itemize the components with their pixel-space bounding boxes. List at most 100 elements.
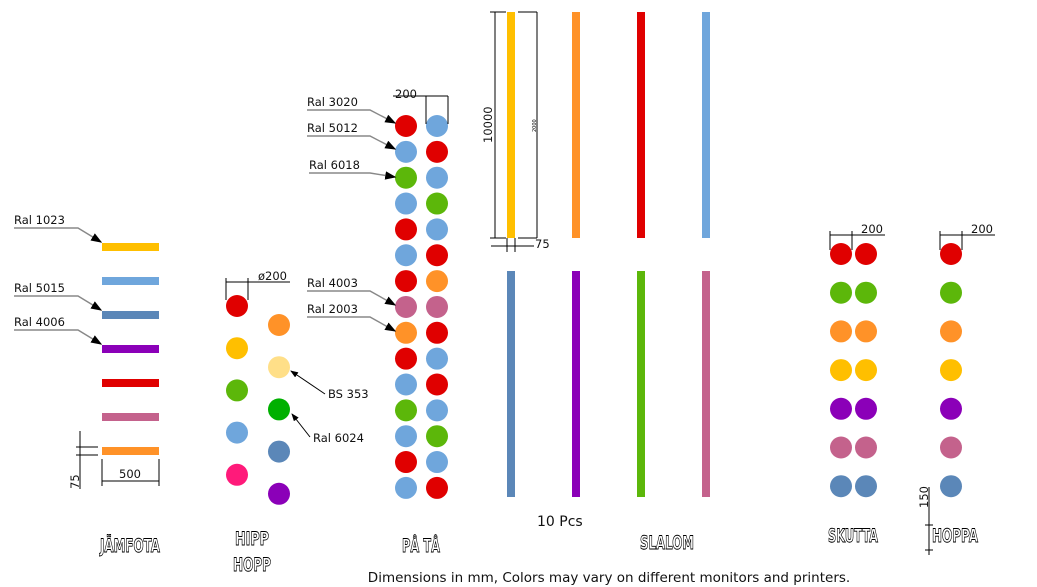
hoppa-dim-spacing: 200 bbox=[971, 222, 993, 236]
hoppa-dot-steelblue bbox=[940, 475, 962, 498]
pata-dot-red bbox=[426, 373, 448, 396]
dimension-lines bbox=[490, 11, 538, 252]
slalom-pole-green bbox=[637, 271, 645, 497]
hipphopp-annotations: ø200 BS 353 Ral 6024 HIPP HOPP bbox=[225, 269, 369, 576]
pata-dot-red bbox=[395, 218, 417, 241]
leader-line bbox=[290, 370, 326, 395]
pata-dot-orange bbox=[395, 321, 417, 344]
pata-dot-lightblue bbox=[426, 218, 448, 241]
dimension-lines bbox=[925, 487, 933, 555]
jamfota-bar-purple bbox=[102, 345, 159, 353]
dim-diameter: ø200 bbox=[258, 269, 287, 283]
leader-line bbox=[307, 135, 397, 150]
label-ral-5015: Ral 5015 bbox=[14, 281, 65, 295]
dim-width-500: 500 bbox=[119, 467, 141, 481]
slalom-pole-purple bbox=[572, 271, 580, 497]
skutta-dot-green bbox=[855, 281, 877, 304]
hoppa-dot-yellow bbox=[940, 359, 962, 382]
leader-line bbox=[14, 329, 103, 345]
title-hipp: HIPP bbox=[235, 528, 269, 550]
hoppa-dot-green bbox=[940, 281, 962, 304]
slalom-pole-yellow bbox=[507, 12, 515, 238]
pata-dot-lightblue bbox=[395, 373, 417, 396]
pata-dot-green bbox=[395, 399, 417, 422]
dim-spacing-200: 200 bbox=[395, 87, 417, 101]
slalom-annotations: 10000 2000 75 10 Pcs SLALOM bbox=[481, 11, 694, 554]
jamfota-bar-lightblue bbox=[102, 277, 159, 285]
pata-dot-lightblue bbox=[395, 192, 417, 215]
dimension-lines bbox=[225, 278, 290, 300]
pata-dot-red bbox=[426, 476, 448, 499]
slalom-pole-steelblue bbox=[507, 271, 515, 497]
label-ral-1023: Ral 1023 bbox=[14, 213, 65, 227]
hipphopp-dot-bs353 bbox=[268, 356, 290, 379]
pata-dot-lightblue bbox=[426, 166, 448, 189]
pata-dot-red bbox=[395, 347, 417, 370]
hoppa-dot-pink bbox=[940, 436, 962, 459]
pata-dot-lightblue bbox=[395, 425, 417, 448]
leader-line bbox=[307, 109, 397, 124]
pata-dot-pink bbox=[426, 295, 448, 318]
label-ral-2003: Ral 2003 bbox=[307, 302, 358, 316]
label-ral-4003: Ral 4003 bbox=[307, 276, 358, 290]
title-jamfota: JÄMFOTA bbox=[99, 533, 160, 557]
skutta-dot-pink bbox=[830, 436, 852, 459]
dimension-lines bbox=[76, 431, 160, 489]
dim-inner: 2000 bbox=[532, 119, 538, 132]
skutta-dot-purple bbox=[830, 397, 852, 420]
skutta-dot-yellow bbox=[830, 359, 852, 382]
leader-line bbox=[307, 316, 397, 332]
skutta-dim-spacing: 200 bbox=[861, 222, 883, 236]
hipphopp-dot-lightblue bbox=[226, 421, 248, 444]
title-hopp: HOPP bbox=[233, 554, 271, 576]
leader-line bbox=[307, 290, 397, 306]
jamfota-bar-yellow bbox=[102, 243, 159, 251]
skutta-hoppa-annotations: 200 SKUTTA 200 150 HOPPA bbox=[828, 222, 995, 555]
skutta-dot-red bbox=[855, 243, 877, 265]
title-slalom: SLALOM bbox=[640, 532, 694, 554]
pata-dot-lightblue bbox=[426, 347, 448, 370]
pata-dot-lightblue bbox=[395, 476, 417, 499]
dim-length-10000: 10000 bbox=[481, 106, 495, 143]
title-skutta: SKUTTA bbox=[828, 525, 878, 547]
pata-dot-lightblue bbox=[426, 399, 448, 422]
hipphopp-dot-orange bbox=[268, 314, 290, 336]
pata-dot-orange bbox=[426, 270, 448, 293]
label-ral-6024: Ral 6024 bbox=[313, 431, 364, 445]
hipphopp-dot-purple bbox=[268, 482, 290, 505]
pata-dot-lightblue bbox=[395, 140, 417, 163]
pata-dot-green bbox=[426, 425, 448, 448]
label-ral-5012: Ral 5012 bbox=[307, 121, 358, 135]
hipphopp-dot-yellow bbox=[226, 337, 248, 360]
slalom-pole-orange bbox=[572, 12, 580, 238]
pata-dot-lightblue bbox=[426, 115, 448, 137]
shapes-layer bbox=[102, 12, 962, 505]
jamfota-annotations: Ral 1023 Ral 5015 Ral 4006 500 75 JÄMFOT… bbox=[14, 213, 161, 557]
hoppa-dim-gap: 150 bbox=[917, 486, 931, 508]
skutta-dot-purple bbox=[855, 397, 877, 420]
title-pata: PÅ TÅ bbox=[402, 533, 440, 557]
skutta-dot-steelblue bbox=[855, 475, 877, 498]
pata-dot-green bbox=[426, 192, 448, 215]
pata-dot-red bbox=[395, 451, 417, 474]
dim-width-75: 75 bbox=[535, 237, 550, 251]
label-ral-3020: Ral 3020 bbox=[307, 95, 358, 109]
footer-note: Dimensions in mm, Colors may vary on dif… bbox=[368, 570, 850, 586]
pata-dot-lightblue bbox=[426, 451, 448, 474]
jamfota-bar-red bbox=[102, 379, 159, 387]
jamfota-bar-steelblue bbox=[102, 311, 159, 319]
pata-dot-red bbox=[426, 321, 448, 344]
hipphopp-dot-magenta bbox=[226, 463, 248, 486]
skutta-dot-steelblue bbox=[830, 475, 852, 498]
skutta-dot-red bbox=[830, 243, 852, 265]
jamfota-bar-orange bbox=[102, 447, 159, 455]
hipphopp-dot-red bbox=[226, 295, 248, 317]
hipphopp-dot-green bbox=[226, 379, 248, 402]
skutta-dot-green bbox=[830, 281, 852, 304]
dimension-lines bbox=[393, 95, 449, 124]
pata-dot-lightblue bbox=[395, 244, 417, 267]
hoppa-dot-red bbox=[940, 243, 962, 265]
pata-dot-pink bbox=[395, 295, 417, 318]
hoppa-dot-purple bbox=[940, 397, 962, 420]
